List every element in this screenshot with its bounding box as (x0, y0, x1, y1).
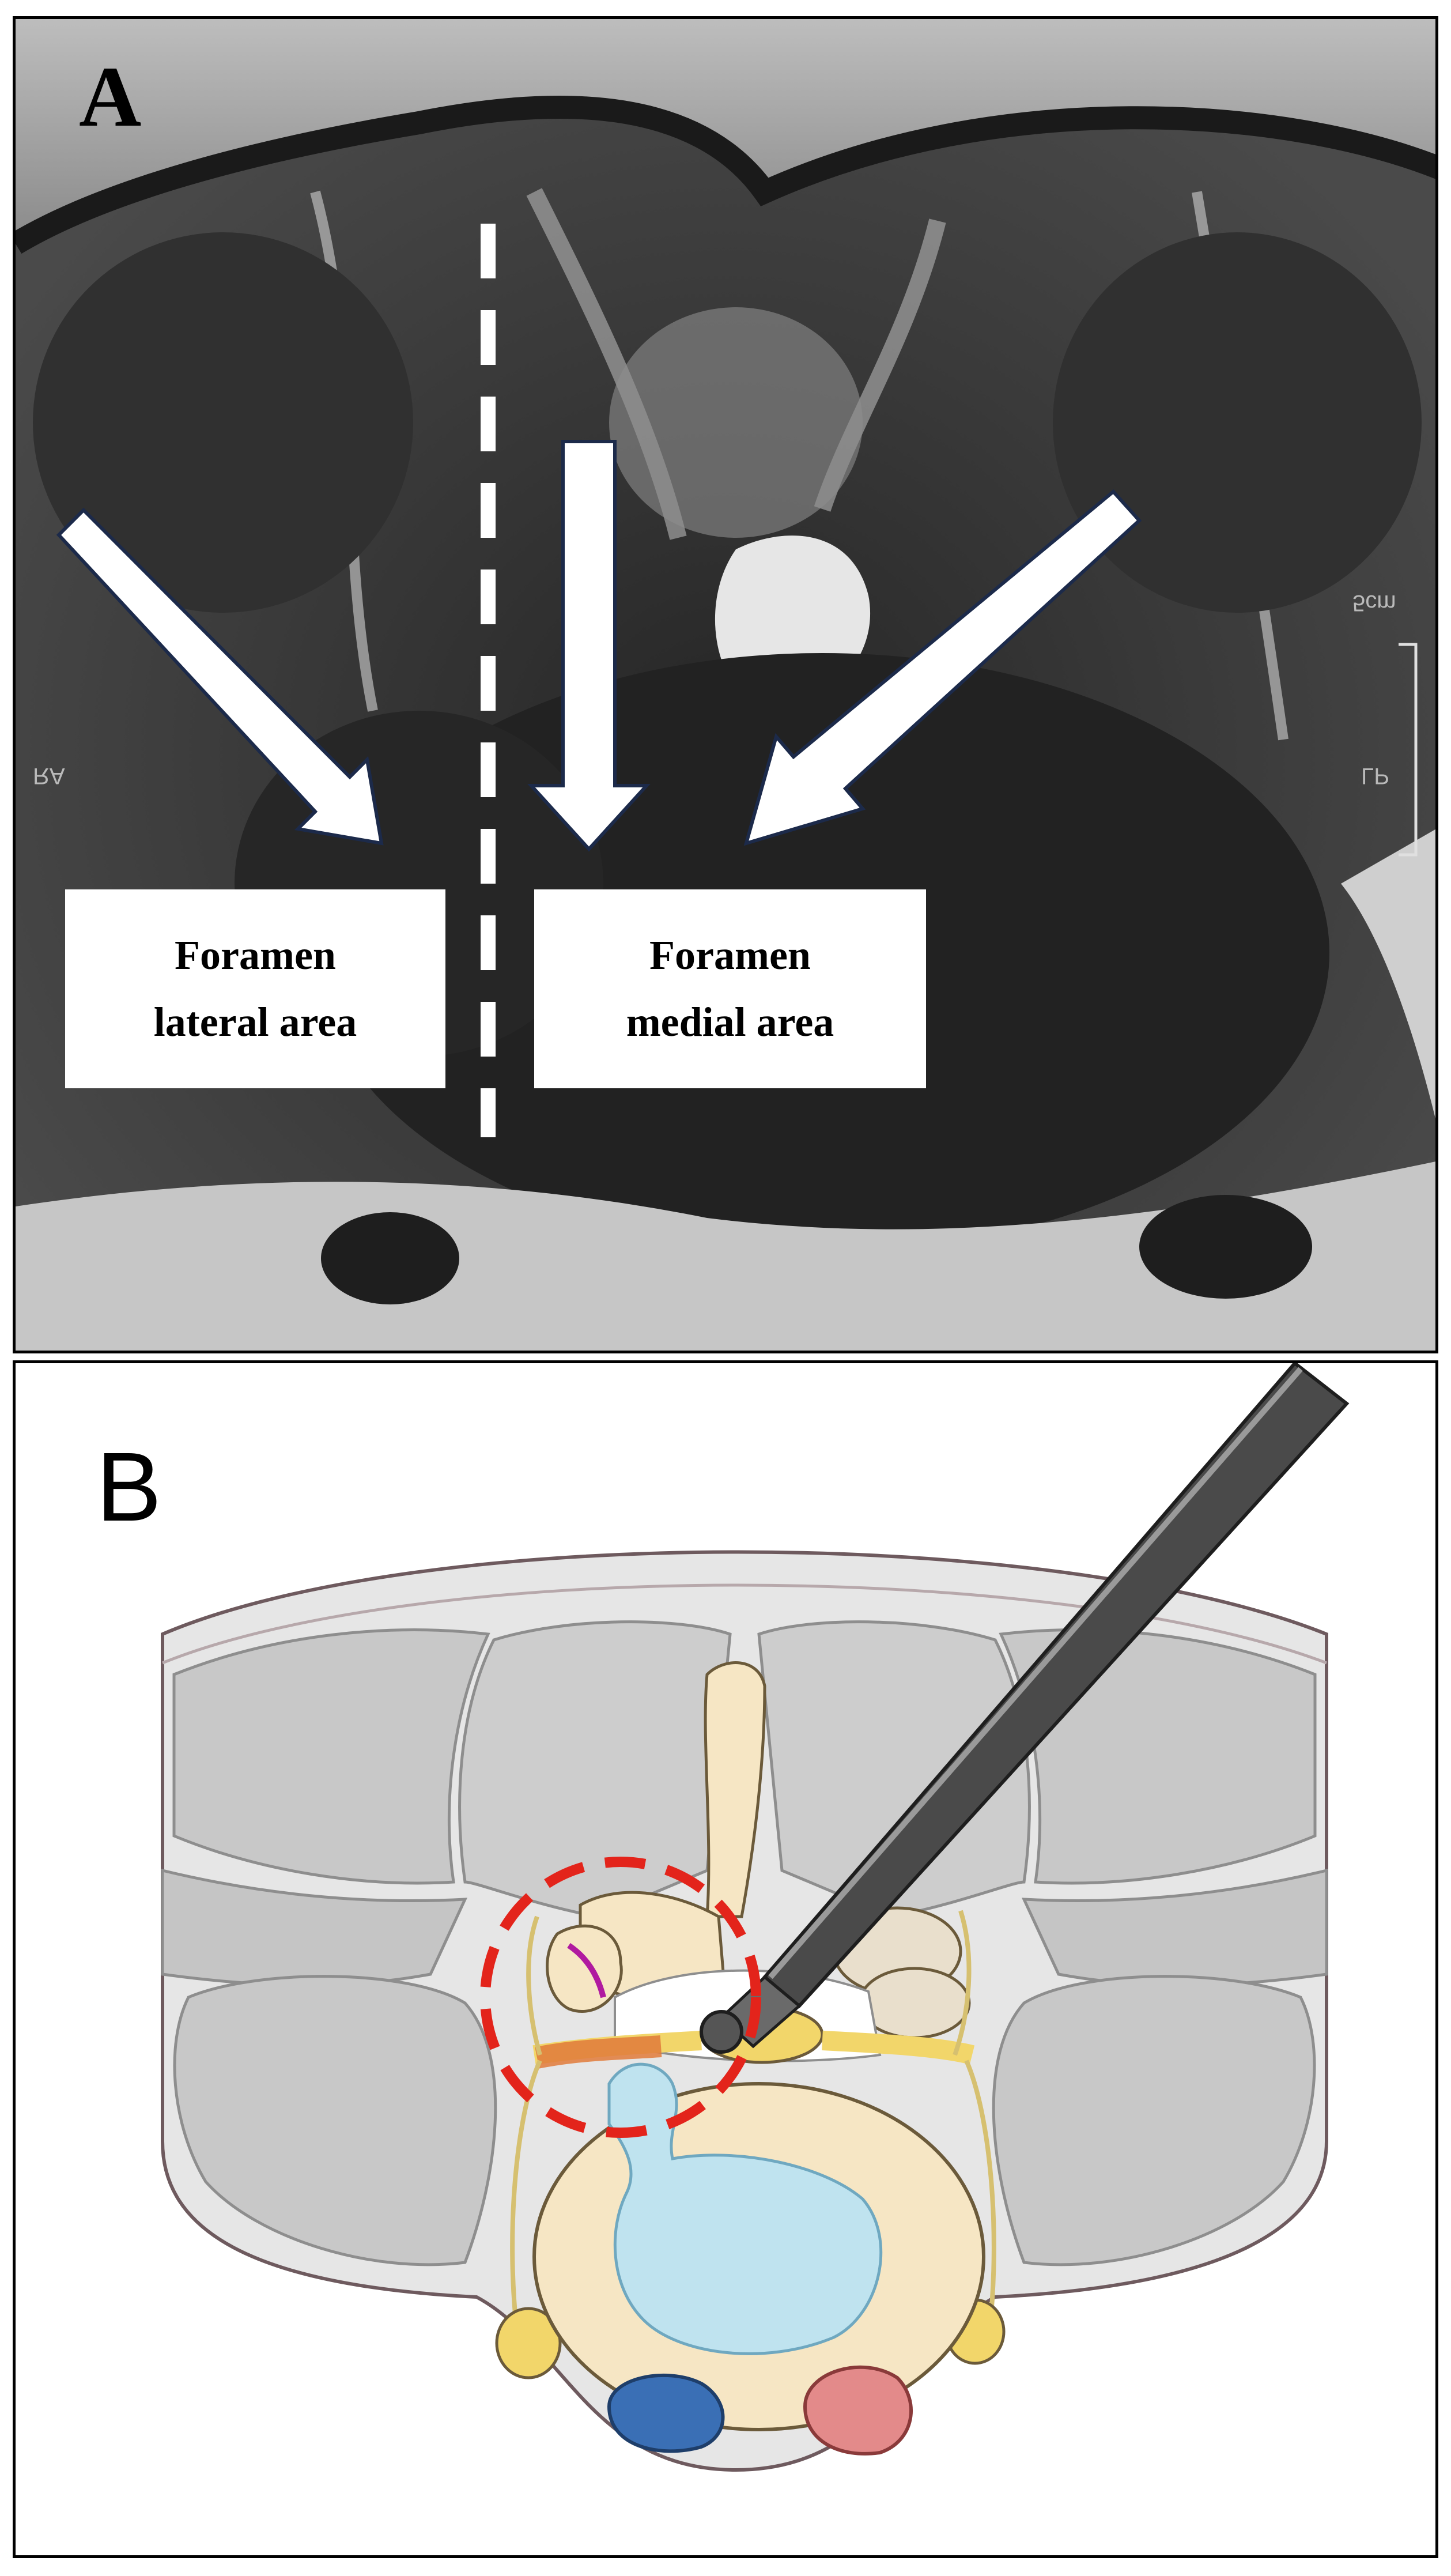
aorta (803, 2365, 913, 2456)
spinous-process (704, 1661, 766, 1918)
inferior-vena-cava (607, 2373, 725, 2453)
muscle-left-upper (172, 1628, 490, 1885)
foramen-lateral-area-label: Foramen lateral area (65, 889, 445, 1088)
medial-vertical-arrow (527, 440, 651, 852)
nucleus-pulposus-herniation (607, 2062, 883, 2355)
panel-b-illustration: B (13, 1360, 1438, 2558)
panel-a-label: A (79, 49, 142, 145)
medial-oblique-arrow (743, 489, 1142, 846)
panel-a-mri: A Foramen lateral area Foramen medial area… (13, 16, 1438, 1353)
target-area-circle (480, 1857, 761, 2138)
spine-cross-section-diagram (161, 1363, 1350, 2472)
mri-orientation-left: RA (33, 763, 65, 789)
lateral-label-line2: lateral area (153, 998, 357, 1045)
psoas-left (173, 1975, 497, 2266)
ganglion-left (495, 2307, 562, 2379)
foramen-medial-area-label: Foramen medial area (534, 889, 926, 1088)
facet-joint-left (546, 1924, 623, 2013)
ligament-flavum (567, 1943, 606, 1998)
medial-label-line1: Foramen (649, 932, 811, 979)
psoas-right (992, 1975, 1316, 2266)
lateral-label-line1: Foramen (175, 932, 336, 979)
mri-image (16, 19, 1435, 1351)
nerve-root-left-compressed (535, 2035, 662, 2069)
panel-b-label: B (96, 1432, 162, 1542)
medial-label-line2: medial area (626, 998, 834, 1045)
lateral-approach-arrow (56, 507, 384, 846)
endoscope-lens (700, 2010, 743, 2054)
mri-orientation-right: LP (1361, 763, 1389, 789)
multifidus-left (458, 1620, 732, 1918)
mri-scale-label: 5cm (1352, 590, 1396, 616)
